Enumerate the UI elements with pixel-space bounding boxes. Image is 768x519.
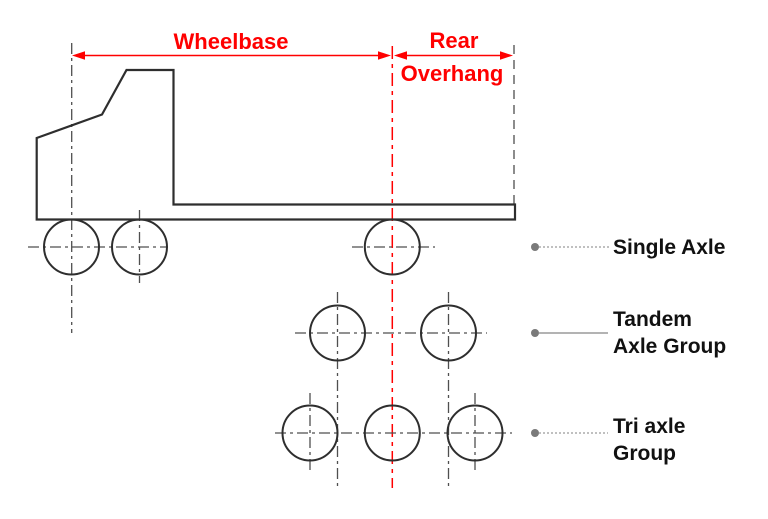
- rear-overhang-right-arrow-icon: [500, 51, 513, 60]
- tri-axle-callout: Tri axle Group: [531, 415, 685, 465]
- tandem-axle-label-line1: Tandem: [613, 308, 692, 331]
- wheelbase-left-arrow-icon: [72, 51, 85, 60]
- tandem-axle-leader-dot-icon: [531, 329, 539, 337]
- tandem-axle-group-wheels: [309, 304, 477, 362]
- tri-wheel-3: [446, 404, 504, 462]
- single-axle-label: Single Axle: [613, 236, 725, 259]
- wheelbase-right-arrow-icon: [378, 51, 391, 60]
- tandem-axle-callout: Tandem Axle Group: [531, 308, 726, 358]
- truck-outline: [35, 68, 517, 221]
- wheelbase-label: Wheelbase: [174, 29, 289, 54]
- single-rear-wheel: [363, 218, 421, 276]
- second-front-wheel: [111, 218, 168, 276]
- tri-wheel-1: [281, 404, 339, 462]
- rear-overhang-label-line2: Overhang: [401, 61, 504, 86]
- tandem-wheel-2: [420, 304, 477, 362]
- tri-axle-label-line2: Group: [613, 442, 676, 465]
- tandem-axle-label-line2: Axle Group: [613, 335, 726, 358]
- rear-overhang-left-arrow-icon: [394, 51, 407, 60]
- single-axle-callout: Single Axle: [531, 236, 725, 259]
- tri-axle-label-line1: Tri axle: [613, 415, 685, 438]
- truck-drawing: [35, 68, 517, 276]
- tri-wheel-2: [363, 404, 421, 462]
- centerlines: [28, 43, 515, 488]
- tri-axle-group-wheels: [281, 404, 504, 462]
- rear-overhang-dimension: Rear Overhang: [394, 28, 513, 86]
- single-axle-leader-dot-icon: [531, 243, 539, 251]
- rear-overhang-label-line1: Rear: [430, 28, 479, 53]
- tandem-wheel-1: [309, 304, 366, 362]
- front-wheel: [43, 218, 100, 276]
- tri-axle-leader-dot-icon: [531, 429, 539, 437]
- wheelbase-dimension: Wheelbase: [72, 29, 391, 60]
